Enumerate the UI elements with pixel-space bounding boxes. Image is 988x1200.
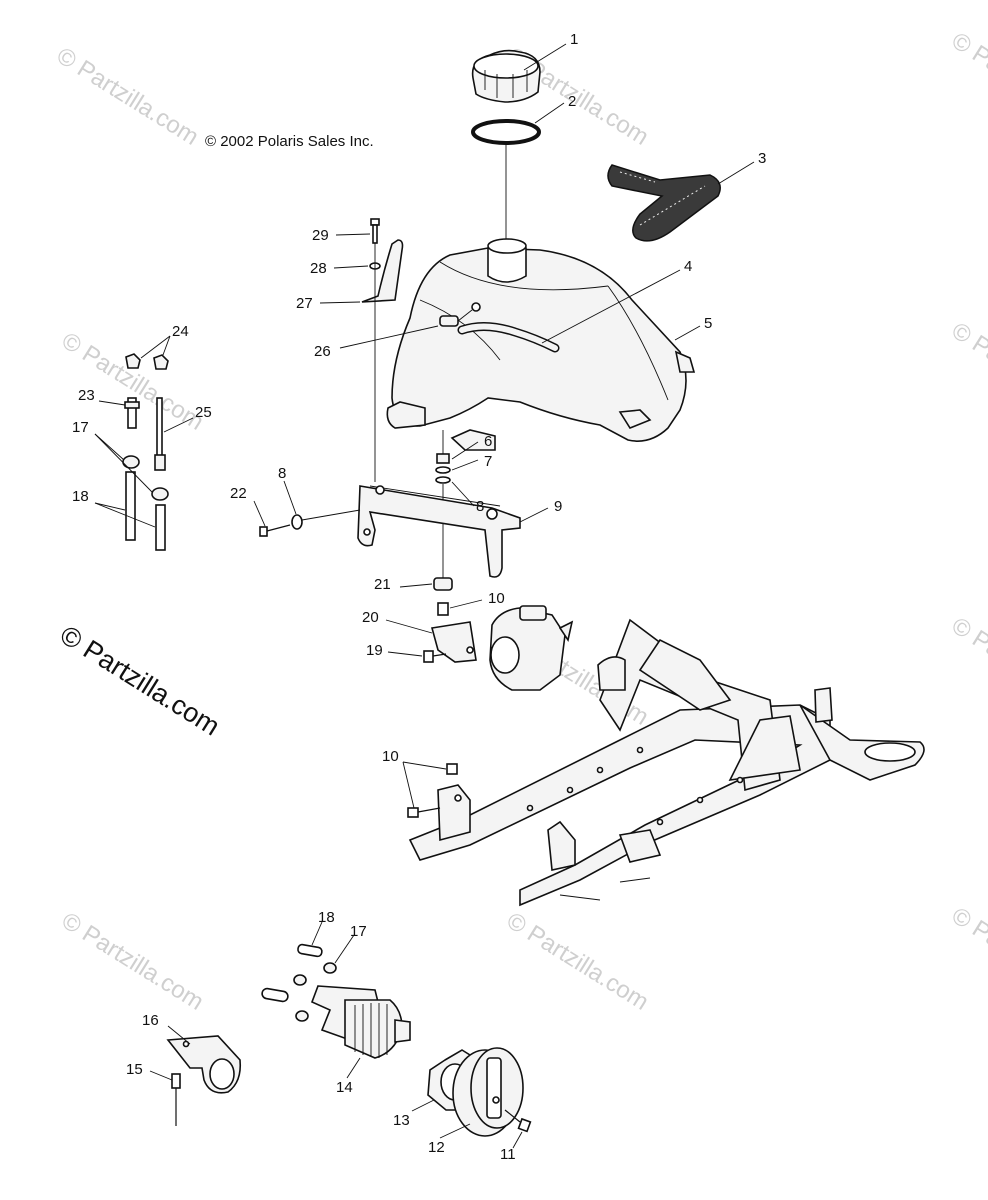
callout-4: 4	[684, 258, 692, 275]
callout-18: 18	[318, 909, 335, 926]
frame-bolts	[407, 763, 458, 818]
callout-15: 15	[126, 1061, 143, 1078]
callout-23: 23	[78, 387, 95, 404]
watermark-tile: © Partzilla.com	[947, 902, 988, 1011]
vent-fitting	[439, 302, 481, 327]
callout-14: 14	[336, 1079, 353, 1096]
watermark-tile: © Partzilla.com	[502, 907, 653, 1016]
fuel-cap	[471, 49, 541, 103]
leader-lines	[94, 43, 755, 1149]
callout-17: 17	[72, 419, 89, 436]
callout-27: 27	[296, 295, 313, 312]
screw-11	[504, 1109, 532, 1133]
watermark-tile: © Partzilla.com	[57, 907, 208, 1016]
callout-29: 29	[312, 227, 329, 244]
callout-28: 28	[310, 260, 327, 277]
callout-13: 13	[393, 1112, 410, 1129]
petcock-knob	[452, 1047, 524, 1137]
tank-pad	[607, 164, 721, 242]
callout-8: 8	[476, 498, 484, 515]
callout-26: 26	[314, 343, 331, 360]
nut-washer-stack	[435, 453, 451, 484]
callout-20: 20	[362, 609, 379, 626]
cross-bracket	[357, 485, 521, 578]
callout-8: 8	[278, 465, 286, 482]
valve-bracket	[430, 621, 477, 663]
carburetor	[489, 605, 574, 691]
callout-24: 24	[172, 323, 189, 340]
callout-11: 11	[500, 1146, 516, 1163]
bolt-10	[437, 602, 449, 616]
callout-12: 12	[428, 1139, 445, 1156]
watermark-tile: © Partzilla.com	[947, 612, 988, 721]
callout-5: 5	[704, 315, 712, 332]
callout-10: 10	[382, 748, 399, 765]
petcock-assembly	[261, 943, 411, 1059]
callout-22: 22	[230, 485, 247, 502]
callout-1: 1	[570, 31, 578, 48]
o-ring	[471, 119, 541, 145]
callout-21: 21	[374, 576, 391, 593]
callout-18: 18	[72, 488, 89, 505]
callout-10: 10	[488, 590, 505, 607]
callout-2: 2	[568, 93, 576, 110]
callout-6: 6	[484, 433, 492, 450]
atv-frame	[408, 618, 925, 907]
callout-16: 16	[142, 1012, 159, 1029]
callout-7: 7	[484, 453, 492, 470]
callout-17: 17	[350, 923, 367, 940]
copyright-text: © 2002 Polaris Sales Inc.	[205, 133, 374, 150]
screw-19	[423, 650, 447, 663]
callout-9: 9	[554, 498, 562, 515]
watermark-tile: © Partzilla.com	[52, 42, 203, 151]
tank-bracket	[361, 239, 404, 303]
watermark-tile: © Partzilla.com	[947, 317, 988, 426]
bushing	[433, 577, 453, 591]
callout-labels: 1 2 3 4 5 6 7 8 9 10 21 20 19 22 8 29 28…	[72, 31, 766, 1163]
bolt-29	[370, 218, 380, 244]
callout-19: 19	[366, 642, 383, 659]
callout-25: 25	[195, 404, 212, 421]
petcock-mount	[166, 1035, 242, 1094]
bolt-22	[259, 514, 303, 537]
rivet	[171, 1073, 181, 1126]
callout-3: 3	[758, 150, 766, 167]
watermark-tile: © Partzilla.com	[947, 27, 988, 136]
partzilla-watermark: © Partzilla.com	[55, 620, 225, 742]
